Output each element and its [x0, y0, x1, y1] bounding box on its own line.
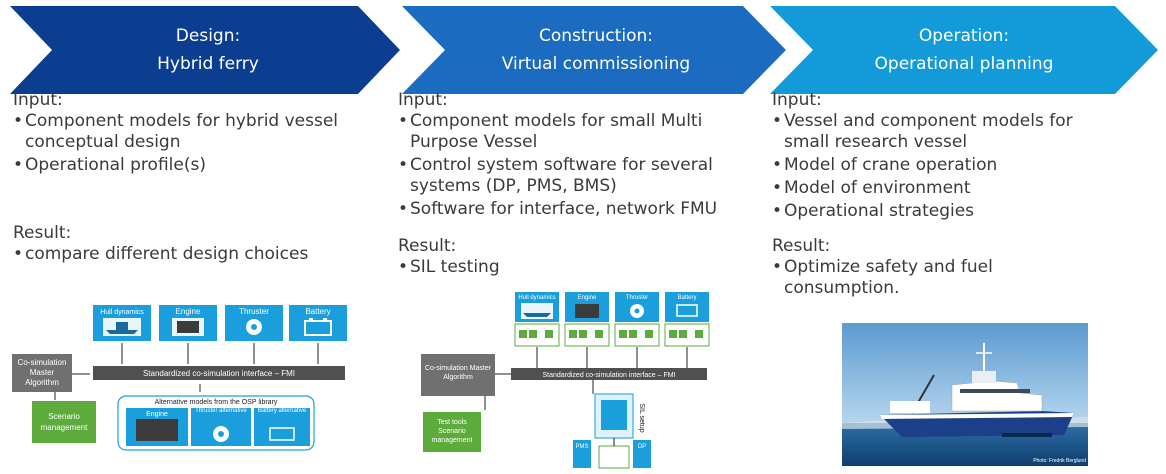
- master-algorithm-label: Co-simulation Master Algorithm: [424, 365, 492, 381]
- operation-result-label: Result:: [772, 236, 831, 256]
- scenario-management-box: [32, 401, 96, 443]
- photo-credit: Photo: Fredrik Berglund: [1033, 458, 1086, 464]
- operation-input-label: Input:: [772, 90, 822, 110]
- vessel-superstructure: [951, 380, 1043, 412]
- list-item: Component models for small Multi Purpose…: [398, 111, 748, 153]
- model-box-thruster: Thruster: [615, 292, 659, 322]
- alt-battery-label: Battery alternative: [257, 408, 307, 414]
- connector-arrows: [484, 347, 688, 410]
- list-item: Operational profile(s): [13, 155, 343, 176]
- phase-operation-label: Operation: Operational planning: [813, 6, 1115, 94]
- fmi-interface-label: Standardized co-simulation interface – F…: [542, 372, 675, 379]
- list-item: Component models for hybrid vessel conce…: [13, 111, 343, 153]
- phase-design-label: Design: Hybrid ferry: [52, 6, 364, 94]
- pms-box: [573, 440, 591, 468]
- phase-chevrons: [10, 6, 1158, 94]
- fmi-interface-bar: [93, 366, 345, 380]
- fmi-interface-bar: [511, 368, 707, 380]
- construction-result-label: Result:: [398, 236, 457, 256]
- phase-construction-label: Construction: Virtual commissioning: [445, 6, 747, 94]
- sil-setup-label: SIL setup: [638, 403, 645, 432]
- construction-result-list: SIL testing: [398, 257, 748, 278]
- model-label: Engine: [578, 295, 597, 301]
- operation-result-list: Optimize safety and fuel consumption.: [772, 257, 1102, 299]
- model-label: Engine: [176, 307, 201, 316]
- phase-chevron-design: [10, 6, 400, 94]
- list-item: Model of environment: [772, 178, 1102, 199]
- model-label: Hull dynamics: [100, 309, 144, 316]
- alt-thruster-label: Thruster alternative: [195, 408, 247, 414]
- design-cosim-diagram: Hull dynamics Engine Thruster Battery Co…: [12, 305, 347, 451]
- controller-blocks: [519, 330, 703, 338]
- model-label: Thruster: [626, 295, 648, 301]
- test-tools-box: [423, 412, 481, 452]
- master-algorithm-box: [12, 354, 72, 392]
- model-box-hull: Hull dynamics: [93, 305, 151, 341]
- phase-operation-subtitle: Operational planning: [874, 54, 1054, 74]
- master-algorithm-label: Co-simulation Master Algorithm: [17, 358, 67, 387]
- model-box-thruster: Thruster: [225, 305, 283, 341]
- sil-controller-box: [598, 445, 630, 469]
- alternative-models-title: Alternative models from the OSP library: [155, 399, 278, 406]
- design-input-label: Input:: [13, 90, 63, 110]
- model-box-hull: Hull dynamics: [515, 292, 559, 322]
- design-result-label: Result:: [13, 223, 72, 243]
- fmi-interface-label: Standardized co-simulation interface – F…: [143, 369, 295, 378]
- list-item: Optimize safety and fuel consumption.: [772, 257, 1102, 299]
- operation-column: Input: Vessel and component models for s…: [772, 90, 1102, 301]
- model-box-engine: Engine: [159, 305, 217, 341]
- model-box-engine: Engine: [565, 292, 609, 322]
- phase-chevron-operation: [770, 6, 1158, 94]
- connector-arrows: [54, 343, 319, 400]
- phase-chevron-construction: [402, 6, 786, 94]
- scenario-management-label: Scenario management: [40, 412, 88, 432]
- list-item: Vessel and component models for small re…: [772, 111, 1102, 153]
- test-tools-label: Test tools Scenario management: [431, 419, 473, 444]
- phase-design-subtitle: Hybrid ferry: [157, 54, 259, 74]
- list-item: Software for interface, network FMU: [398, 199, 748, 220]
- phase-construction-subtitle: Virtual commissioning: [501, 54, 691, 74]
- model-label: Battery: [305, 307, 330, 316]
- dp-box: [633, 440, 651, 468]
- operation-input-list: Vessel and component models for small re…: [772, 111, 1102, 222]
- list-item: SIL testing: [398, 257, 748, 278]
- phase-design-title: Design:: [175, 26, 241, 46]
- list-item: Control system software for several syst…: [398, 155, 748, 197]
- alternative-models-frame: [117, 395, 315, 451]
- model-label: Hull dynamics: [518, 295, 555, 301]
- alt-engine-label: Engine: [146, 411, 168, 418]
- list-item: Operational strategies: [772, 201, 1102, 222]
- construction-sil-diagram: Hull dynamics Engine Thruster Battery Co…: [421, 292, 710, 469]
- list-item: Model of crane operation: [772, 155, 1102, 176]
- phase-construction-title: Construction:: [539, 26, 653, 46]
- model-box-battery: Battery: [665, 292, 709, 322]
- construction-column: Input: Component models for small Multi …: [398, 90, 748, 280]
- model-label: Thruster: [239, 307, 269, 316]
- construction-input-list: Component models for small Multi Purpose…: [398, 111, 748, 220]
- master-algorithm-box: [421, 354, 495, 396]
- design-column: Input: Component models for hybrid vesse…: [13, 90, 343, 267]
- model-box-battery: Battery: [289, 305, 347, 341]
- research-vessel-photo: Photo: Fredrik Berglund: [842, 323, 1088, 466]
- design-result-list: compare different design choices: [13, 244, 343, 265]
- design-input-list: Component models for hybrid vessel conce…: [13, 111, 343, 176]
- construction-input-label: Input:: [398, 90, 448, 110]
- pms-label: PMS: [575, 444, 588, 450]
- phase-operation-title: Operation:: [918, 26, 1010, 46]
- dp-label: DP: [638, 444, 646, 450]
- model-label: Battery: [677, 295, 696, 301]
- list-item: compare different design choices: [13, 244, 343, 265]
